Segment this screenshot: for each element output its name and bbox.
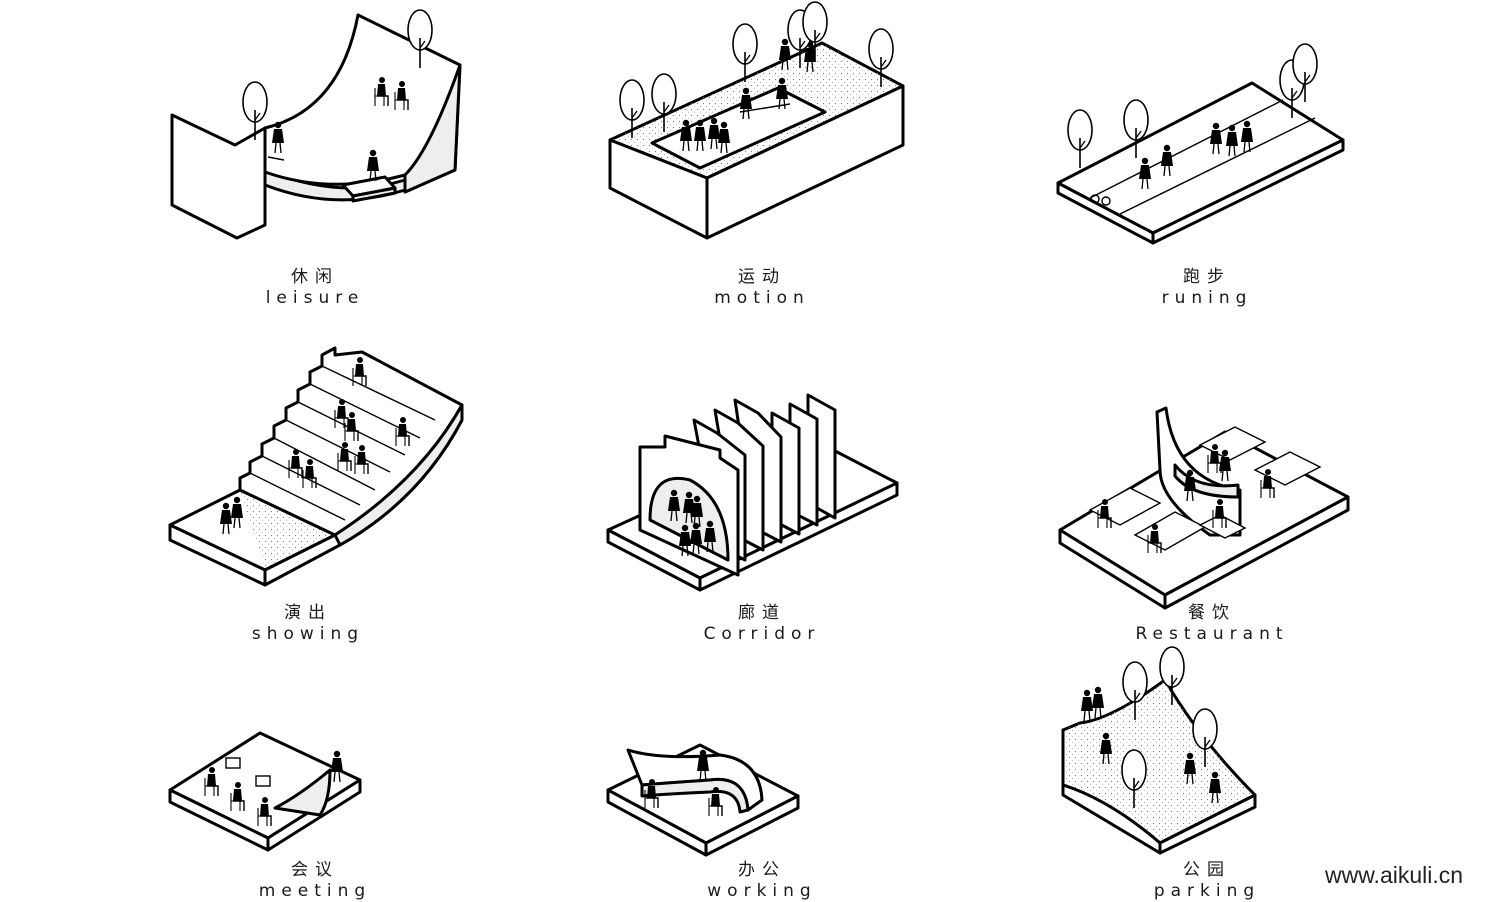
runing-illustration (1056, 43, 1345, 245)
leisure-illustration (170, 9, 462, 240)
caption-runing-en: runing (1161, 288, 1253, 308)
caption-parking-en: parking (1153, 881, 1261, 901)
caption-motion: 运动 motion (612, 267, 912, 309)
caption-parking-zh: 公园 (1183, 860, 1231, 880)
caption-showing: 演出 showing (158, 603, 458, 645)
caption-motion-en: motion (714, 288, 810, 308)
motion-illustration (608, 1, 905, 240)
caption-leisure-zh: 休闲 (291, 267, 339, 287)
caption-restaurant: 餐饮 Restaurant (1062, 603, 1362, 645)
corridor-illustration (606, 393, 899, 592)
caption-parking: 公园 parking (1057, 860, 1357, 902)
showing-illustration (168, 346, 464, 587)
caption-runing: 跑步 runing (1057, 267, 1357, 309)
caption-runing-zh: 跑步 (1183, 267, 1231, 287)
caption-meeting-en: meeting (258, 881, 372, 901)
watermark: www.aikuli.cn (1325, 862, 1464, 888)
restaurant-illustration (1058, 406, 1350, 610)
meeting-illustration (168, 731, 362, 852)
caption-showing-en: showing (251, 624, 365, 644)
caption-restaurant-zh: 餐饮 (1188, 603, 1236, 623)
caption-working-en: working (707, 881, 817, 901)
caption-corridor-zh: 廊道 (738, 603, 786, 623)
caption-leisure-en: leisure (265, 288, 365, 308)
parking-illustration (1061, 646, 1257, 855)
caption-meeting-zh: 会议 (291, 860, 339, 880)
caption-showing-zh: 演出 (284, 603, 332, 623)
caption-meeting: 会议 meeting (165, 860, 465, 902)
caption-leisure: 休闲 leisure (165, 267, 465, 309)
caption-motion-zh: 运动 (738, 267, 786, 287)
working-illustration (606, 743, 800, 857)
caption-working: 办公 working (612, 860, 912, 902)
caption-corridor-en: Corridor (703, 624, 821, 644)
caption-corridor: 廊道 Corridor (612, 603, 912, 645)
caption-working-zh: 办公 (738, 860, 786, 880)
caption-restaurant-en: Restaurant (1135, 624, 1289, 644)
